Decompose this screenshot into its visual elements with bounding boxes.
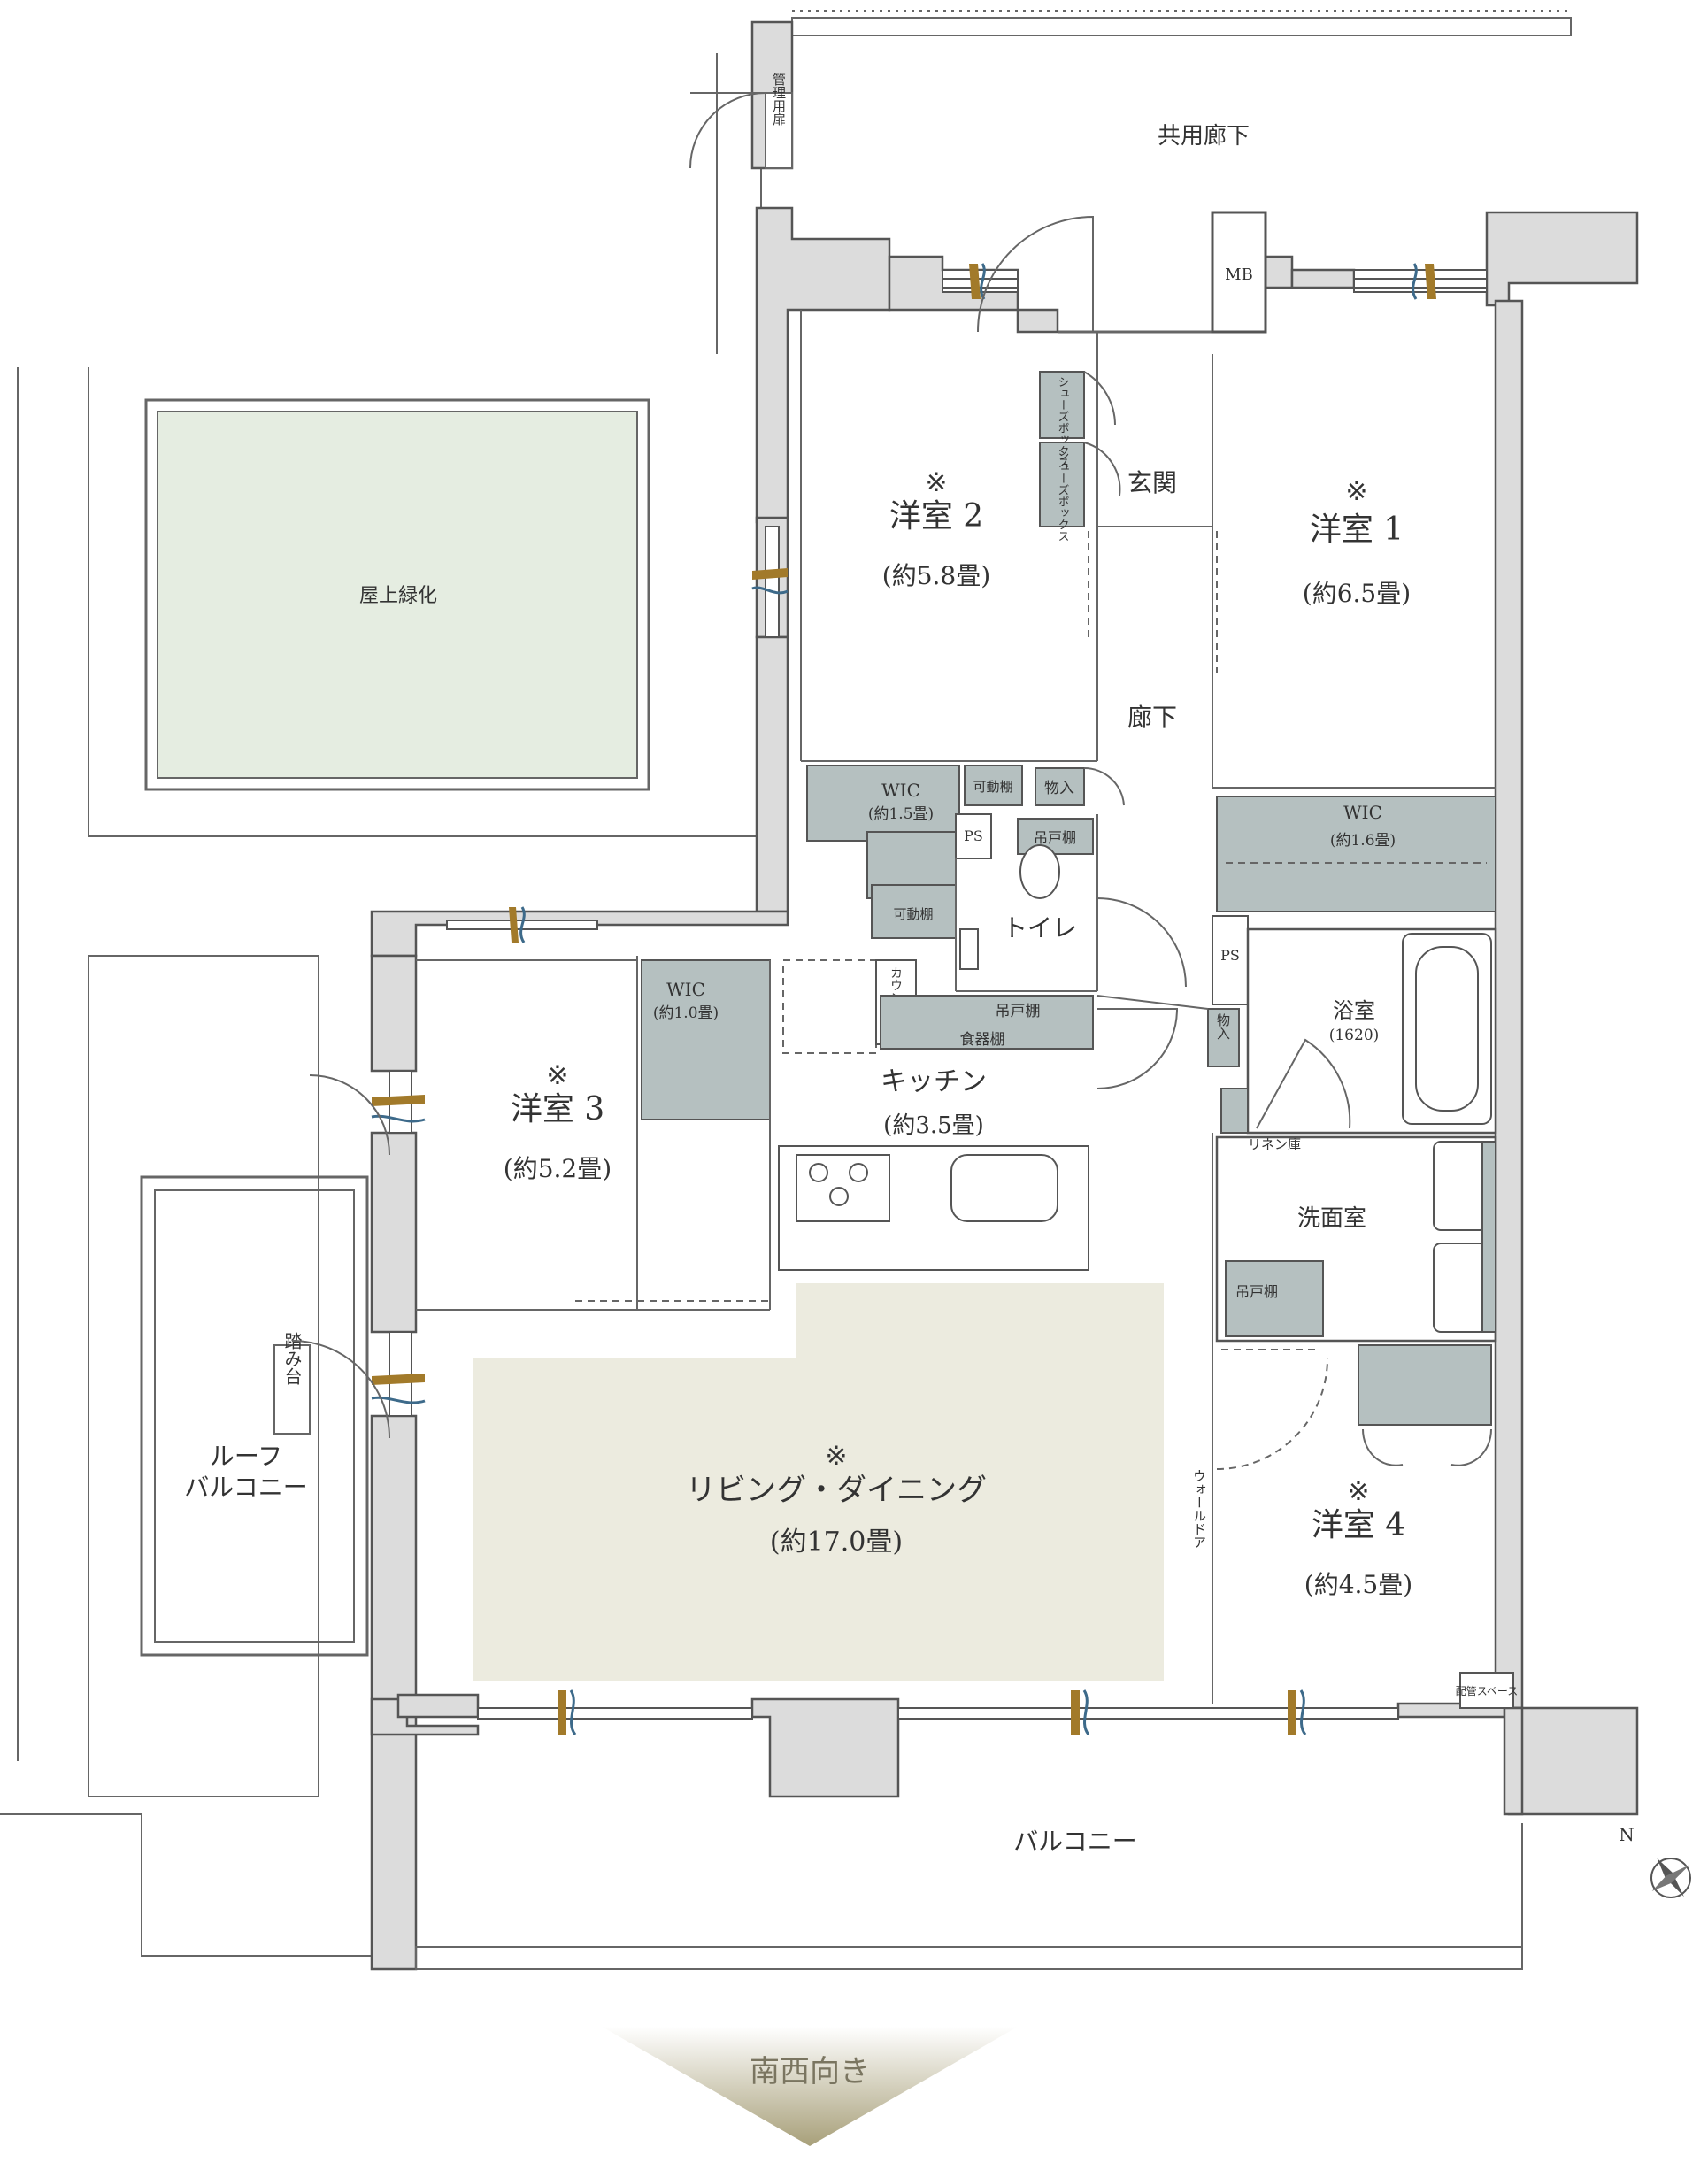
wic1-name: WIC [881,780,920,801]
orientation-arrow: 南西向き [602,2027,1018,2146]
genkan-label: 玄関 [1127,468,1177,497]
mb-label: MB [1225,265,1253,284]
rooftop-green-label: 屋上緑化 [359,585,437,607]
kitchen-name: キッチン [881,1066,987,1097]
common-corridor-label: 共用廊下 [1158,123,1250,150]
hallway-label: 廊下 [1127,703,1177,732]
balcony: バルコニー [415,1823,1523,1970]
rooftop-green-area: 屋上緑化 [144,398,650,791]
room2-mark: ※ [925,467,947,498]
movable-shelf-label-2: 可動棚 [893,906,933,922]
movable-shelf-label-1: 可動棚 [973,779,1012,795]
wic1-size: (約1.5畳) [868,805,934,823]
dish-cabinet-label: 食器棚 [960,1031,1005,1049]
roof-balcony-label-2: バルコニー [184,1473,307,1502]
shoes-box-label-1: シューズボックス [1056,376,1069,468]
toilet-hanging-cabinet-label: 吊戸棚 [1034,829,1076,846]
ps-label-1: PS [964,827,983,844]
windows [291,263,1488,1735]
management-door-label: 管理用扉 [771,73,787,126]
storage-label-1: 物入 [1044,780,1074,797]
step-label: 踏み台 [281,1332,303,1385]
compass: N [1619,1824,1691,1898]
wic2-name: WIC [1343,802,1382,823]
kitchen-hanging-cabinet-label: 吊戸棚 [996,1003,1041,1020]
walldoor-label: ウォールドア [1191,1469,1207,1549]
bath-size: (1620) [1329,1027,1380,1044]
pipe-space-label: 配管スペース [1456,1684,1519,1697]
orientation-label: 南西向き [750,2054,870,2089]
shoes-box-label-2: シューズボックス [1056,450,1069,542]
interior: MB シューズボックス シューズボックス 玄関 廊下 ※ 洋室 2 (約5.8畳… [416,211,1519,1709]
room1-mark: ※ [1345,476,1367,507]
roof-balcony: 踏み台 ルーフ バルコニー [140,1175,369,1657]
kitchen-size: (約3.5畳) [883,1112,984,1139]
room3-name: 洋室 3 [511,1091,604,1127]
room3-size: (約5.2畳) [504,1154,612,1183]
room3-mark: ※ [546,1060,568,1091]
room2-name: 洋室 2 [889,498,983,535]
balcony-label: バルコニー [1013,1827,1136,1856]
wash-hanging-cabinet-label: 吊戸棚 [1235,1283,1278,1300]
wic2-size: (約1.6畳) [1330,832,1396,850]
bath-name: 浴室 [1333,998,1375,1023]
room4-mark: ※ [1347,1476,1369,1507]
washroom-label: 洗面室 [1297,1205,1366,1232]
ps-label-2: PS [1220,947,1240,964]
roof-balcony-label-1: ルーフ [210,1442,282,1471]
room1-name: 洋室 1 [1310,512,1404,548]
storage-label-2: 物入 [1215,1013,1231,1040]
compass-label: N [1619,1824,1635,1845]
room2-size: (約5.8畳) [882,561,990,590]
toilet-label: トイレ [1003,913,1077,943]
room4-name: 洋室 4 [1312,1507,1405,1543]
room1-size: (約6.5畳) [1303,579,1411,608]
living-name: リビング・ダイニング [686,1473,987,1508]
room4-size: (約4.5畳) [1304,1570,1412,1599]
wic3-size: (約1.0畳) [653,1004,719,1022]
linen-label: リネン庫 [1248,1136,1301,1152]
common-corridor: 共用廊下 管理用扉 [689,10,1572,170]
living-mark: ※ [825,1441,847,1472]
wic3-name: WIC [666,979,705,1000]
living-size: (約17.0畳) [770,1527,903,1558]
